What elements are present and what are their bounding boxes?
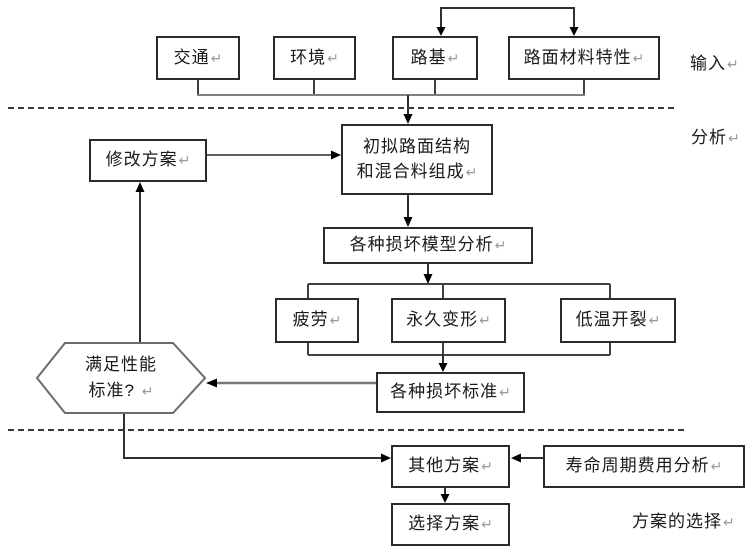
arrowhead-into-select <box>440 494 450 503</box>
return-mark: ↵ <box>327 49 339 66</box>
return-mark: ↵ <box>727 56 739 72</box>
input-stub-lines <box>197 80 585 95</box>
return-mark: ↵ <box>479 312 491 329</box>
arrowhead-into-other-right <box>511 453 521 463</box>
bracket-line <box>440 7 575 34</box>
return-mark: ↵ <box>481 516 493 533</box>
node-fatigue: 疲劳↵ <box>275 298 359 343</box>
node-initial-structure: 初拟路面结构 和混合料组成↵ <box>341 124 493 195</box>
node-material: 路面材料特性↵ <box>508 36 660 80</box>
arrowhead-into-split <box>423 274 433 284</box>
decision-hexagon-shape <box>35 342 207 414</box>
node-lifecycle-cost: 寿命周期费用分析↵ <box>543 445 745 488</box>
node-select-plan: 选择方案↵ <box>391 503 510 546</box>
merge-bar-lines <box>307 343 611 356</box>
return-mark: ↵ <box>723 514 735 530</box>
arrowhead-into-initial <box>403 114 413 124</box>
decision-performance-criteria: 满足性能 标准? ↵ <box>85 354 157 400</box>
return-mark: ↵ <box>210 49 223 66</box>
node-other-plans: 其他方案↵ <box>391 445 510 488</box>
arrowhead-into-modify <box>135 182 145 192</box>
node-damage-models: 各种损坏模型分析↵ <box>323 227 533 264</box>
hexagon-to-other-line <box>123 413 381 459</box>
node-traffic: 交通↵ <box>156 36 240 80</box>
section-label-input: 输入↵ <box>690 54 739 73</box>
return-mark: ↵ <box>447 49 460 66</box>
node-low-temp-cracking: 低温开裂↵ <box>560 298 676 343</box>
node-subgrade: 路基↵ <box>392 36 478 80</box>
arrowhead-into-other-left <box>381 453 391 463</box>
node-environment: 环境↵ <box>273 36 356 80</box>
return-mark: ↵ <box>494 237 507 254</box>
return-mark: ↵ <box>728 130 740 146</box>
return-mark: ↵ <box>648 312 661 329</box>
return-mark: ↵ <box>481 458 493 475</box>
return-mark: ↵ <box>141 383 154 399</box>
arrowhead-down-material <box>569 27 579 36</box>
arrowhead-into-models <box>403 217 413 227</box>
arrowhead-into-hexagon <box>206 378 217 388</box>
node-modify-plan: 修改方案↵ <box>89 139 207 182</box>
section-label-analysis: 分析↵ <box>691 128 740 147</box>
return-mark: ↵ <box>329 312 342 329</box>
node-damage-criteria: 各种损坏标准↵ <box>376 372 525 413</box>
arrowhead-into-criteria <box>438 363 448 372</box>
arrowhead-down-subgrade <box>436 27 446 36</box>
return-mark: ↵ <box>178 152 191 169</box>
node-permanent-deformation: 永久变形↵ <box>391 298 506 343</box>
split-bar-lines <box>307 283 611 298</box>
arrowhead-into-initial-left <box>331 150 341 160</box>
return-mark: ↵ <box>465 163 478 180</box>
return-mark: ↵ <box>632 49 645 66</box>
return-mark: ↵ <box>499 384 511 401</box>
return-mark: ↵ <box>710 458 723 475</box>
section-label-selection: 方案的选择↵ <box>632 512 735 531</box>
